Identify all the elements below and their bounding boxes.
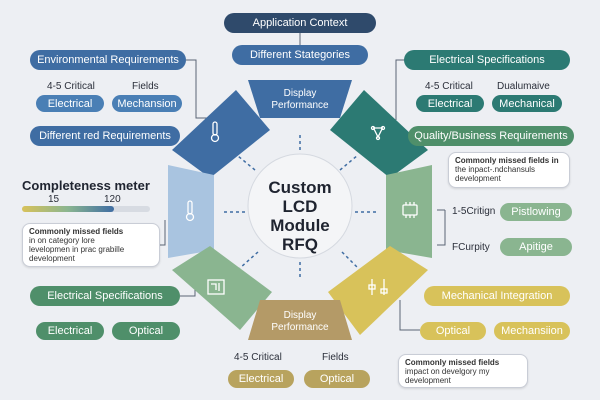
note-line: development (455, 174, 501, 183)
completeness-meter-track (22, 206, 150, 212)
completeness-meter-title: Completeness meter (22, 178, 150, 193)
segment-left (168, 165, 214, 258)
note-line: the inpact-.ndchansuls (455, 165, 536, 174)
connector-line (399, 300, 420, 331)
electrical-chip: Electrical (228, 370, 294, 388)
center-line: Custom (268, 178, 332, 197)
mechanical-integration-pill: Mechanical Integration (424, 286, 570, 306)
fcurpity-label: FCurpity (452, 242, 490, 253)
mechansiion-chip: Mechansiion (494, 322, 570, 340)
segment-bottom-display (248, 300, 352, 340)
electrical-specifications-left-pill: Electrical Specifications (30, 286, 180, 306)
different-stategories-pill: Different Stategories (232, 45, 368, 65)
completeness-meter-fill (22, 206, 115, 212)
note-line: development (29, 254, 75, 263)
center-circle (247, 153, 353, 259)
note-title: Commonly missed fields in (455, 156, 559, 165)
mechansion-chip: Mechansion (112, 95, 182, 112)
electrical-chip: Electrical (416, 95, 484, 112)
center-line: LCD (282, 197, 318, 216)
different-red-requirements-pill: Different red Requirements (30, 126, 180, 146)
arrow-down-left (239, 251, 259, 269)
connector-line (395, 59, 405, 120)
segment-top-label: Display Performance (262, 88, 338, 112)
electrical-chip: Electrical (36, 95, 104, 112)
note-title: Commonly missed fields (405, 358, 500, 367)
optical-chip: Optical (420, 322, 486, 340)
note-line: levelopmen in prac grabille (29, 245, 125, 254)
application-context-pill: Application Context (224, 13, 376, 33)
segment-bottom-label: Display Performance (262, 310, 338, 334)
critical-label: 4-5 Critical (425, 81, 473, 92)
segment-lower-right (328, 246, 428, 335)
segment-bottom-line1: Display (283, 310, 317, 321)
critical-label: 4-5 Critical (234, 352, 282, 363)
meter-max-label: 120 (104, 194, 121, 205)
mechanical-chip: Mechanical (492, 95, 562, 112)
note-line: impact on develgory my (405, 367, 490, 376)
thermometer-icon (185, 200, 195, 222)
environmental-requirements-pill: Environmental Requirements (30, 50, 186, 70)
fields-label: Fields (132, 81, 159, 92)
critign-label: 1-5Critign (452, 206, 496, 217)
right-missed-fields-note: Commonly missed fields in the inpact-.nd… (448, 152, 570, 188)
optical-chip: Optical (112, 322, 180, 340)
dualumaive-label: Dualumaive (497, 81, 550, 92)
left-missed-fields-note: Commonly missed fields in on category lo… (22, 223, 160, 267)
arrow-down-right (341, 251, 359, 269)
segment-lower-left (172, 246, 272, 330)
note-title: Commonly missed fields (29, 227, 124, 236)
segment-top-display (248, 80, 352, 118)
apitige-chip: Apitige (500, 238, 572, 256)
slider-icon (368, 279, 388, 295)
connector-line (437, 209, 446, 246)
segment-top-line2: Performance (271, 100, 329, 111)
pistlowing-chip: Pistlowing (500, 203, 572, 221)
critical-label: 4-5 Critical (47, 81, 95, 92)
segment-bottom-line2: Performance (271, 322, 329, 333)
segment-top-line1: Display (283, 88, 317, 99)
thermometer-icon (210, 121, 220, 143)
center-line: Module (270, 216, 330, 235)
network-icon (370, 125, 386, 141)
bottom-missed-fields-note: Commonly missed fields impact on develgo… (398, 354, 528, 388)
electrical-specifications-right-pill: Electrical Specifications (404, 50, 570, 70)
center-title: Custom LCD Module RFQ (250, 178, 350, 254)
quality-business-requirements-pill: Quality/Business Requirements (408, 126, 574, 146)
note-line: development (405, 376, 451, 385)
arrow-up-right (339, 154, 359, 171)
center-line: RFQ (282, 235, 318, 254)
electrical-chip: Electrical (36, 322, 104, 340)
segment-right (386, 165, 432, 258)
note-line: in on category lore (29, 236, 95, 245)
chip-icon (402, 202, 418, 218)
meter-min-label: 15 (48, 194, 60, 205)
circuit-board-icon (207, 279, 225, 295)
segment-upper-left (172, 90, 270, 178)
fields-label: Fields (322, 352, 349, 363)
arrow-up-left (237, 155, 256, 171)
optical-chip: Optical (304, 370, 370, 388)
